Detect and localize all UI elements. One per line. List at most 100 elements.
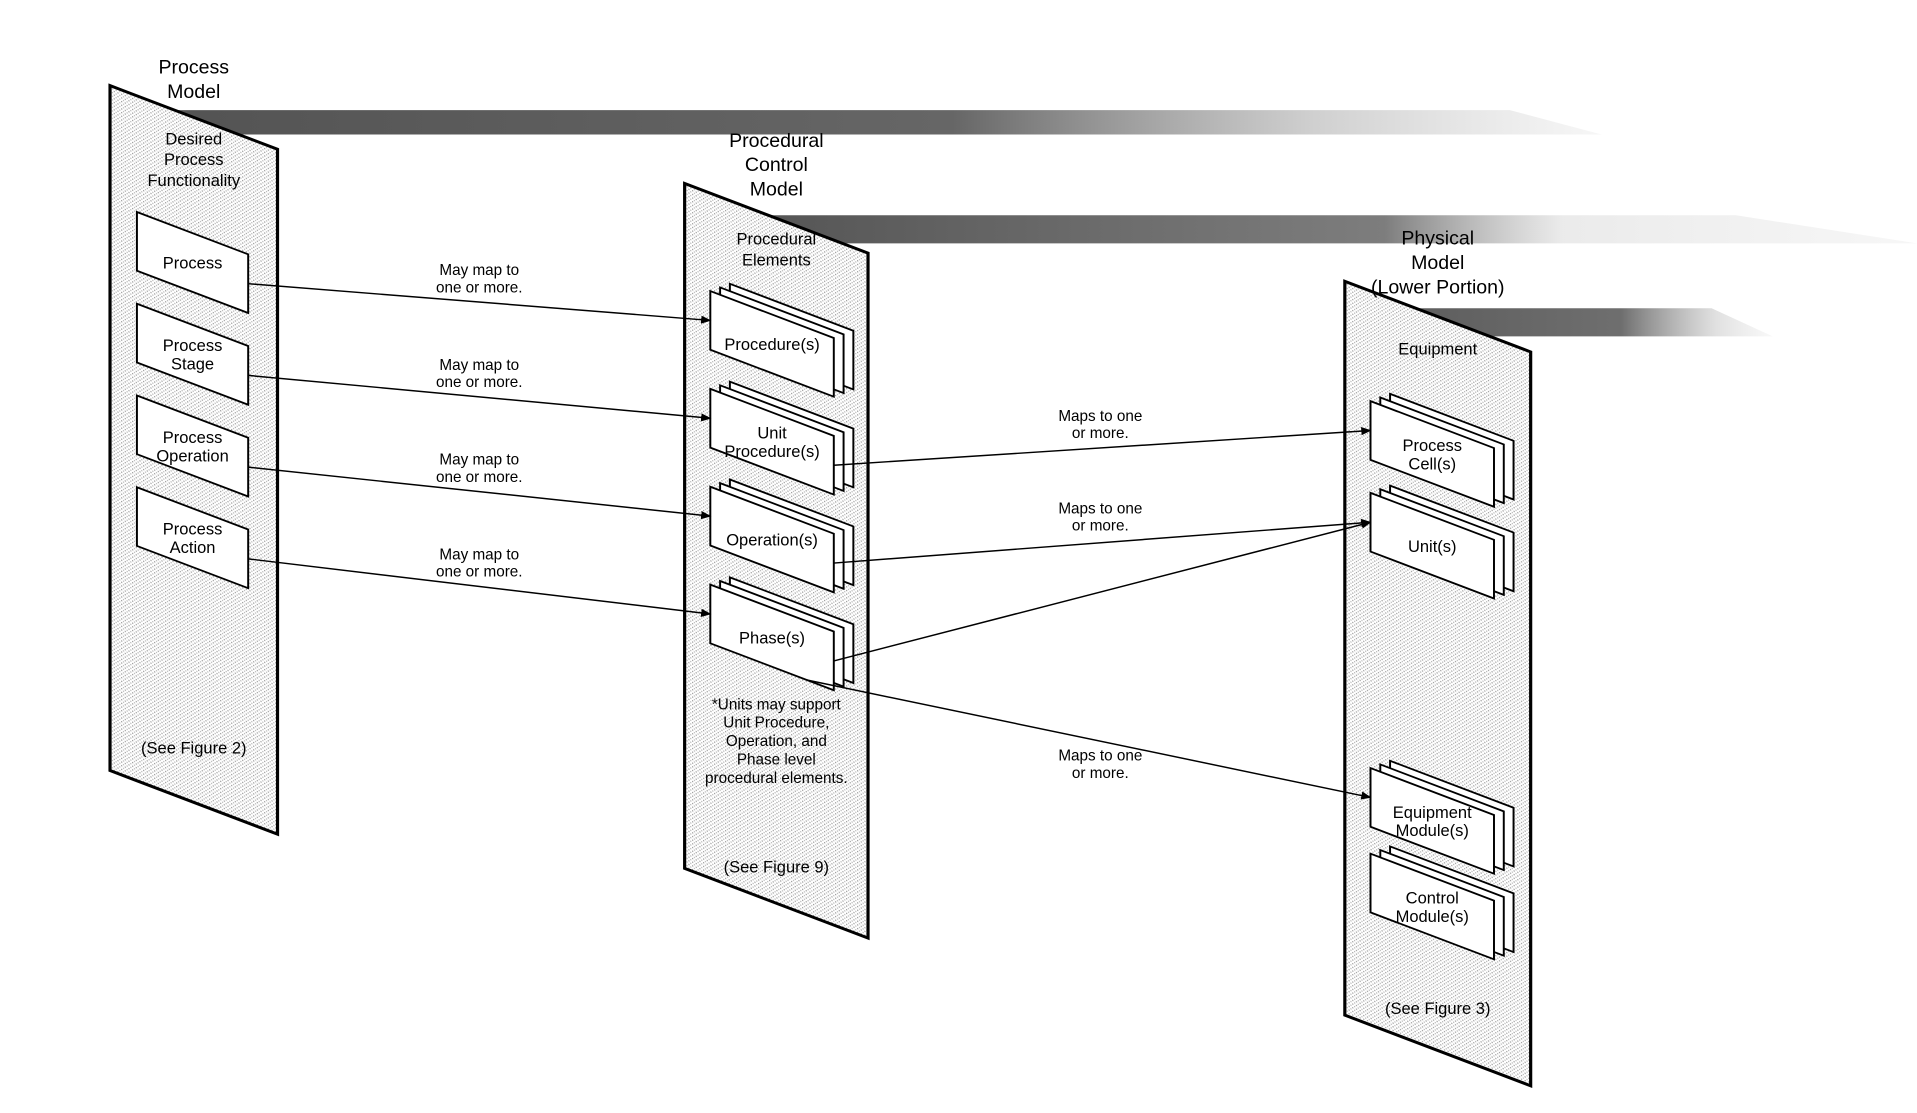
box-shape xyxy=(135,485,250,590)
box-label: Process xyxy=(163,255,223,273)
shadow-band xyxy=(1393,308,1773,337)
mapping-label-line: or more. xyxy=(1072,765,1129,782)
box-label: Stage xyxy=(171,356,214,374)
mapping-label-line: Maps to one xyxy=(1058,500,1142,517)
box-shape xyxy=(135,210,250,315)
mapping-label-line: or more. xyxy=(1072,425,1129,442)
procedural-control-model-panel: ProceduralControlModelProceduralElements… xyxy=(683,130,870,941)
panel-subtitle: Process xyxy=(164,151,224,169)
box-label: Phase(s) xyxy=(739,630,805,648)
box-label: Control xyxy=(1406,889,1459,907)
figure-reference: (See Figure 2) xyxy=(141,739,246,757)
mapping-label-line: one or more. xyxy=(436,564,523,581)
box-label: Operation xyxy=(156,447,228,465)
box-shape xyxy=(135,302,250,407)
box-label: Process xyxy=(1402,437,1462,455)
box-shape xyxy=(1369,392,1515,509)
mapping-label-line: May map to xyxy=(439,357,519,374)
panel-subtitle: Desired xyxy=(165,130,222,148)
model-element-box[interactable]: Unit(s) xyxy=(1369,478,1515,606)
mapping-label-line: or more. xyxy=(1072,517,1129,534)
panel-subtitle: Functionality xyxy=(147,172,240,190)
note-line: Phase level xyxy=(737,751,816,768)
model-element-box[interactable]: Phase(s) xyxy=(709,570,855,698)
panel-title: Control xyxy=(745,154,808,176)
mapping-label-line: May map to xyxy=(439,547,519,564)
note-line: procedural elements. xyxy=(705,770,848,787)
panels-layer: ProcessModelDesiredProcessFunctionalityP… xyxy=(108,56,1533,1088)
box-label: Unit xyxy=(757,425,787,443)
mapping-label-line: May map to xyxy=(439,452,519,469)
figure-reference: (See Figure 9) xyxy=(724,859,829,877)
panel-subtitle: Elements xyxy=(742,251,811,269)
box-front xyxy=(135,485,250,590)
model-element-box[interactable]: Operation(s) xyxy=(709,472,855,600)
box-shape xyxy=(1369,845,1515,961)
box-label: Unit(s) xyxy=(1408,538,1457,556)
mapping-arrow xyxy=(248,558,712,617)
box-label: Operation(s) xyxy=(726,532,818,550)
box-front xyxy=(135,210,250,315)
figure-reference: (See Figure 3) xyxy=(1385,1000,1490,1018)
box-shape xyxy=(1369,484,1515,600)
box-shape xyxy=(135,394,250,498)
mapping-arrow xyxy=(833,518,1372,564)
mapping-arrow xyxy=(806,679,1372,800)
model-element-box[interactable]: Process xyxy=(135,210,250,315)
box-label: Procedure(s) xyxy=(724,336,819,354)
note-line: Unit Procedure, xyxy=(723,715,829,732)
mapping-arrow xyxy=(833,426,1372,466)
box-front xyxy=(135,302,250,407)
process-model-panel: ProcessModelDesiredProcessFunctionalityP… xyxy=(108,56,280,837)
panel-title: Model xyxy=(750,179,803,201)
panel-title: Model xyxy=(167,81,220,103)
box-shape xyxy=(709,282,855,399)
panel-title: Procedural xyxy=(729,130,824,152)
mapping-arrow xyxy=(248,466,712,520)
panel-title: Model xyxy=(1411,252,1464,274)
box-shape xyxy=(709,478,855,594)
box-label: Action xyxy=(170,539,216,557)
panel-title: Process xyxy=(158,56,229,78)
box-label: Cell(s) xyxy=(1408,455,1456,473)
box-label: Equipment xyxy=(1393,804,1472,822)
box-label: Process xyxy=(163,521,223,539)
box-shape xyxy=(709,576,855,692)
box-label: Process xyxy=(163,337,223,355)
box-label: Procedure(s) xyxy=(724,443,819,461)
panel-subtitle: Procedural xyxy=(736,231,816,249)
box-label: Module(s) xyxy=(1396,908,1469,926)
shadow-band xyxy=(158,110,1602,135)
mapping-arrow xyxy=(833,520,1372,662)
mapping-arrow xyxy=(248,282,712,324)
shadow-band xyxy=(733,215,1917,244)
shadow-bands xyxy=(158,110,1917,337)
note-line: *Units may support xyxy=(712,696,842,713)
mapping-label-line: Maps to one xyxy=(1058,748,1142,765)
box-shape xyxy=(1369,759,1515,876)
mapping-label-line: one or more. xyxy=(436,469,523,486)
box-front xyxy=(135,394,250,498)
mapping-label-line: one or more. xyxy=(436,374,523,391)
box-shape xyxy=(709,380,855,496)
model-element-box[interactable]: Procedure(s) xyxy=(709,276,855,404)
panel-title: Physical xyxy=(1401,228,1474,250)
box-front xyxy=(1369,852,1495,961)
